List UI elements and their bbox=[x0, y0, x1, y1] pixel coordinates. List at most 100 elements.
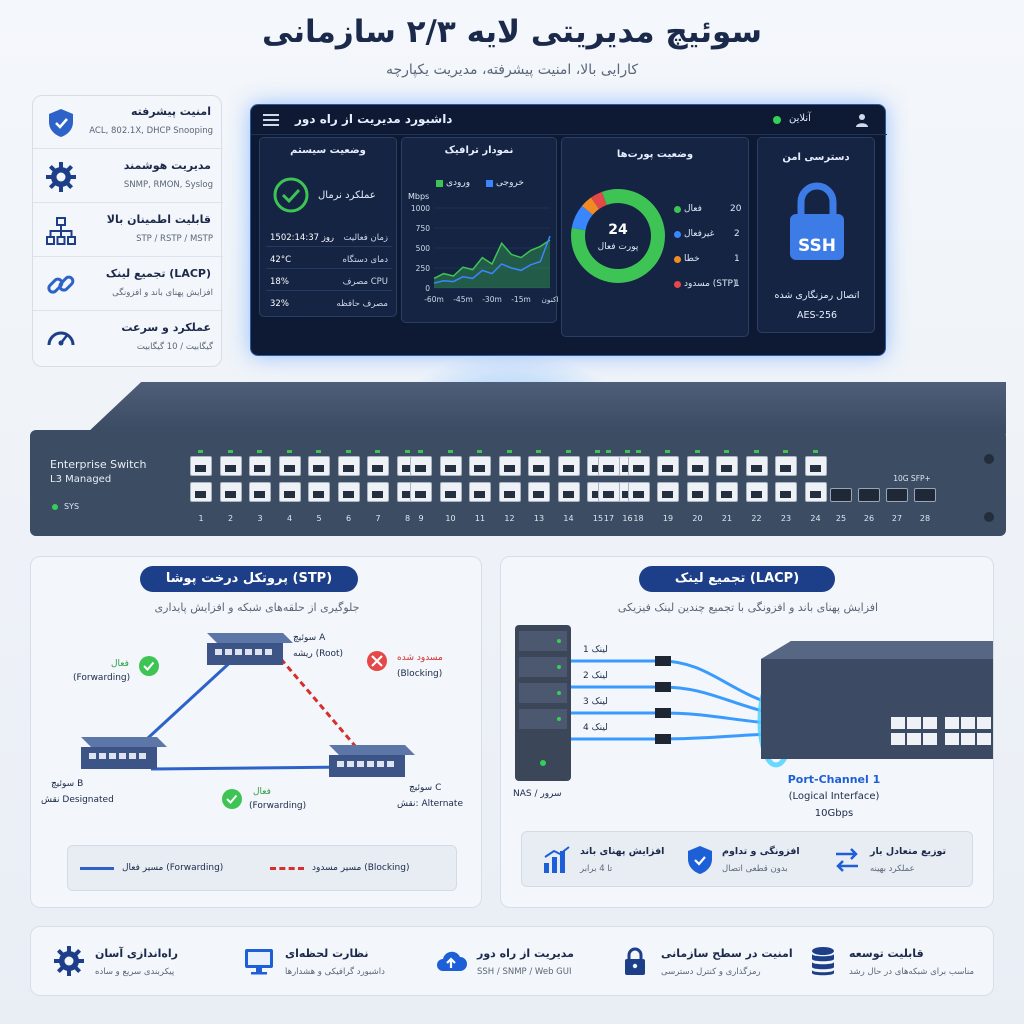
stp-subtitle: جلوگیری از حلقه‌های شبکه و افزایش پایدار… bbox=[154, 601, 360, 614]
rj45-port[interactable] bbox=[219, 456, 242, 476]
rj45-port[interactable] bbox=[627, 482, 650, 502]
rj45-port[interactable] bbox=[439, 456, 462, 476]
rj45-port[interactable] bbox=[627, 456, 650, 476]
port-number: 6 bbox=[345, 514, 352, 523]
port-led bbox=[606, 450, 611, 453]
port-number: 13 bbox=[533, 514, 545, 523]
stp-panel: پروتکل درخت پوشا (STP) جلوگیری از حلقه‌ه… bbox=[30, 556, 482, 908]
legend-blocked-line bbox=[270, 867, 304, 870]
feature-title: امنیت پیشرفته bbox=[130, 105, 211, 118]
rj45-port[interactable] bbox=[598, 482, 620, 502]
footer-desc: پیکربندی سریع و ساده bbox=[95, 967, 175, 977]
rj45-port[interactable] bbox=[557, 482, 580, 502]
rj45-port[interactable] bbox=[657, 456, 679, 476]
check-circle-icon bbox=[222, 789, 242, 809]
rj45-port[interactable] bbox=[439, 482, 462, 502]
link-cable bbox=[571, 731, 792, 741]
legend-value: 1 bbox=[734, 254, 740, 264]
row-value: 15روز 02:14:37 bbox=[270, 233, 335, 243]
forwarding-label: فعال bbox=[253, 787, 271, 797]
rj45-port[interactable] bbox=[249, 482, 271, 502]
system-state: عملکرد نرمال bbox=[318, 190, 376, 201]
blocked-link bbox=[279, 658, 358, 748]
port-number: 11 bbox=[474, 514, 486, 523]
switch-b-shape bbox=[81, 737, 167, 769]
port-led bbox=[316, 450, 321, 453]
port-led bbox=[477, 450, 482, 453]
rj45-port[interactable] bbox=[469, 456, 491, 476]
switch-c-name: سوئیچ C bbox=[409, 783, 442, 793]
rj45-port[interactable] bbox=[686, 456, 709, 476]
forwarding-label: فعال bbox=[111, 659, 129, 669]
rj45-port[interactable] bbox=[190, 482, 212, 502]
link-icon bbox=[47, 275, 75, 294]
port-led bbox=[635, 450, 641, 453]
rj45-port[interactable] bbox=[557, 456, 580, 476]
benefit-desc: تا 4 برابر bbox=[580, 864, 613, 874]
rj45-port[interactable] bbox=[219, 482, 242, 502]
rj45-port[interactable] bbox=[410, 456, 432, 476]
rj45-port[interactable] bbox=[367, 482, 389, 502]
port-number: 25 bbox=[835, 514, 847, 523]
rj45-port[interactable] bbox=[337, 456, 360, 476]
rj45-port[interactable] bbox=[528, 482, 550, 502]
rj45-port[interactable] bbox=[528, 456, 550, 476]
y-tick-label: 0 bbox=[425, 284, 430, 293]
switch-type: L3 Managed bbox=[50, 474, 112, 485]
dashboard-header: داشبورد مدیریت از راه دور آنلاین bbox=[251, 105, 887, 135]
legend-label: غیرفعال bbox=[684, 229, 715, 239]
user-icon[interactable] bbox=[855, 113, 869, 127]
donut-slice bbox=[591, 191, 607, 210]
sfp-port[interactable] bbox=[858, 488, 880, 502]
rj45-port[interactable] bbox=[410, 482, 432, 502]
sfp-port[interactable] bbox=[914, 488, 936, 502]
feature-item: مدیریت هوشمند SNMP, RMON, Syslog bbox=[33, 150, 223, 203]
rj45-port[interactable] bbox=[278, 482, 301, 502]
row-value: 32% bbox=[270, 299, 289, 309]
port-number: 26 bbox=[863, 514, 875, 523]
rj45-port[interactable] bbox=[745, 456, 768, 476]
rj45-port[interactable] bbox=[598, 456, 620, 476]
rj45-port[interactable] bbox=[745, 482, 768, 502]
rj45-port[interactable] bbox=[498, 456, 521, 476]
port-led bbox=[694, 450, 700, 453]
port-number: 9 bbox=[418, 514, 424, 523]
sfp-port[interactable] bbox=[830, 488, 852, 502]
card-title: دسترسی امن bbox=[782, 152, 850, 163]
rj45-port[interactable] bbox=[308, 482, 330, 502]
rj45-port[interactable] bbox=[657, 482, 679, 502]
out-series-line bbox=[433, 235, 551, 284]
rj45-port[interactable] bbox=[804, 456, 827, 476]
port-led bbox=[624, 450, 630, 453]
port-led bbox=[227, 450, 233, 453]
rj45-port[interactable] bbox=[469, 482, 491, 502]
legend-dot bbox=[674, 281, 681, 288]
rj45-port[interactable] bbox=[498, 482, 521, 502]
rj45-port[interactable] bbox=[775, 482, 797, 502]
switch-a-name: سوئیچ A bbox=[293, 633, 326, 643]
rj45-port[interactable] bbox=[804, 482, 827, 502]
rj45-port[interactable] bbox=[278, 456, 301, 476]
rj45-port[interactable] bbox=[249, 456, 271, 476]
rj45-port[interactable] bbox=[367, 456, 389, 476]
footer-desc: رمزگذاری و کنترل دسترسی bbox=[661, 967, 761, 977]
port-led bbox=[404, 450, 410, 453]
rj45-port[interactable] bbox=[716, 482, 738, 502]
rj45-port[interactable] bbox=[686, 482, 709, 502]
sfp-port[interactable] bbox=[886, 488, 908, 502]
legend-blocked: مسیر مسدود (Blocking) bbox=[312, 863, 410, 873]
secure-line2: AES-256 bbox=[796, 310, 838, 321]
y-tick-label: 750 bbox=[416, 224, 431, 233]
switch-b-role: نقش Designated bbox=[41, 795, 114, 805]
legend-label: خطا bbox=[684, 254, 700, 264]
rj45-port[interactable] bbox=[190, 456, 212, 476]
rj45-port[interactable] bbox=[716, 456, 738, 476]
port-number: 28 bbox=[919, 514, 931, 523]
rj45-port[interactable] bbox=[337, 482, 360, 502]
menu-icon[interactable] bbox=[263, 113, 279, 127]
rj45-port[interactable] bbox=[775, 456, 797, 476]
rj45-port[interactable] bbox=[308, 456, 330, 476]
switch-top-surface bbox=[86, 382, 1006, 434]
feature-item: امنیت پیشرفته ACL, 802.1X, DHCP Snooping bbox=[33, 96, 223, 149]
